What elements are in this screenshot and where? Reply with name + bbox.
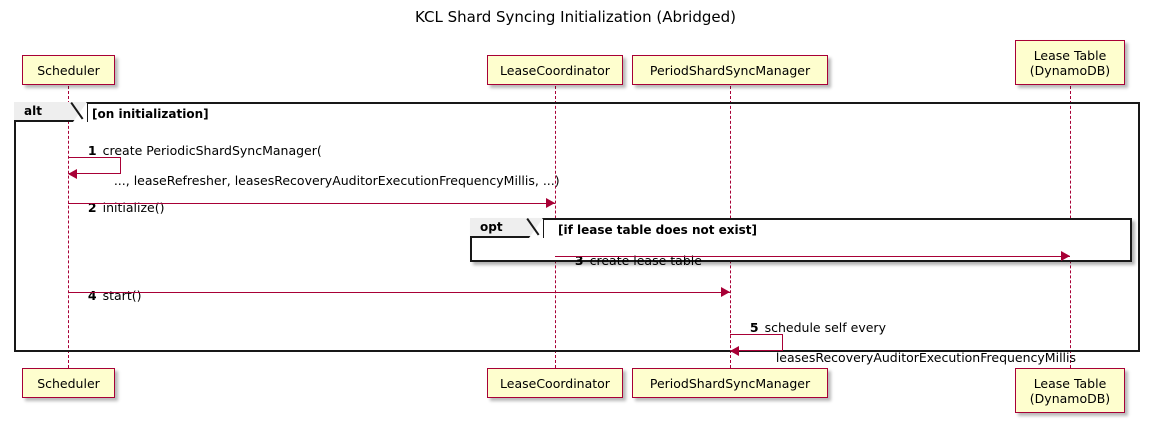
fragment-opt-tab: opt (470, 218, 544, 238)
fragment-opt-tab-corner (529, 218, 543, 238)
participant-lease-table-bottom[interactable]: Lease Table (DynamoDB) (1015, 368, 1125, 413)
message-3-line (555, 256, 1070, 257)
message-1-arrowhead (68, 169, 77, 179)
message-5-text-line2: leasesRecoveryAuditorExecutionFrequencyM… (763, 350, 1076, 365)
message-1-text-line2: ..., leaseRefresher, leasesRecoveryAudit… (101, 173, 560, 188)
message-1-seq: 1 (87, 143, 97, 158)
participant-lease-coordinator-bottom[interactable]: LeaseCoordinator (487, 368, 623, 398)
message-5-arrowhead (730, 346, 739, 356)
fragment-opt-guard: [if lease table does not exist] (558, 223, 758, 237)
message-5-seq: 5 (749, 320, 759, 335)
message-4-seq: 4 (87, 288, 97, 303)
fragment-opt: opt (470, 218, 1132, 262)
fragment-alt-guard: [on initialization] (92, 107, 209, 121)
message-2-line (68, 203, 555, 204)
message-4-label: 4 start() (72, 273, 142, 318)
message-4-line (68, 292, 730, 293)
message-1-label: 1 create PeriodicShardSyncManager( ..., l… (72, 128, 560, 203)
message-3-seq: 3 (574, 253, 584, 268)
participant-lease-table-top[interactable]: Lease Table (DynamoDB) (1015, 40, 1125, 85)
participant-scheduler-top[interactable]: Scheduler (22, 55, 115, 85)
participant-period-shard-sync-manager-top[interactable]: PeriodShardSyncManager (632, 55, 828, 85)
message-5-label: 5 schedule self every leasesRecoveryAudit… (734, 305, 1076, 380)
lifeline-scheduler (68, 86, 69, 368)
participant-period-shard-sync-manager-bottom[interactable]: PeriodShardSyncManager (632, 368, 828, 398)
fragment-alt-tab-corner (73, 102, 87, 122)
message-5-self-loop (730, 334, 783, 351)
fragment-opt-operator: opt (480, 220, 503, 234)
fragment-alt: alt (14, 102, 1140, 352)
participant-scheduler-bottom[interactable]: Scheduler (22, 368, 115, 398)
message-4-text: start() (102, 288, 142, 303)
page-title: KCL Shard Syncing Initialization (Abridg… (415, 8, 736, 26)
message-2-seq: 2 (87, 200, 97, 215)
message-1-text: create PeriodicShardSyncManager( (102, 143, 322, 158)
fragment-alt-operator: alt (24, 104, 42, 118)
message-4-arrowhead (721, 287, 730, 297)
fragment-alt-tab: alt (14, 102, 88, 122)
message-1-self-loop (68, 157, 121, 174)
message-3-arrowhead (1061, 251, 1070, 261)
message-2-arrowhead (546, 198, 555, 208)
message-5-text: schedule self every (764, 320, 886, 335)
participant-lease-coordinator-top[interactable]: LeaseCoordinator (487, 55, 623, 85)
